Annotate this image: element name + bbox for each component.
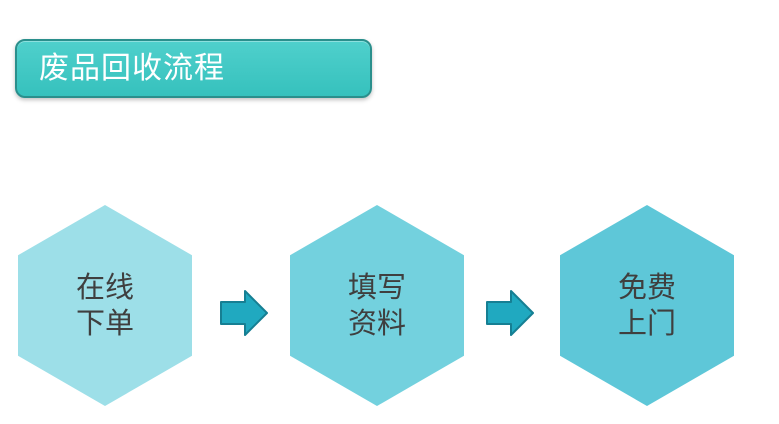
step-hexagon-1: 在线 下单 xyxy=(18,205,192,406)
step-3-line-1: 免费 xyxy=(617,270,676,304)
step-1-label: 在线 下单 xyxy=(18,269,192,341)
step-1-line-2: 下单 xyxy=(75,306,134,340)
title-banner: 废品回收流程 xyxy=(15,39,372,98)
step-hexagon-2: 填写 资料 xyxy=(290,205,464,406)
step-3-line-2: 上门 xyxy=(617,306,676,340)
page-title: 废品回收流程 xyxy=(39,51,225,86)
step-2-label: 填写 资料 xyxy=(290,269,464,341)
step-1-line-1: 在线 xyxy=(75,270,134,304)
step-2-line-2: 资料 xyxy=(347,306,406,340)
step-2-line-1: 填写 xyxy=(347,270,406,304)
arrow-right-icon xyxy=(220,290,268,336)
arrow-right-icon xyxy=(486,290,534,336)
step-3-label: 免费 上门 xyxy=(560,269,734,341)
step-hexagon-3: 免费 上门 xyxy=(560,205,734,406)
